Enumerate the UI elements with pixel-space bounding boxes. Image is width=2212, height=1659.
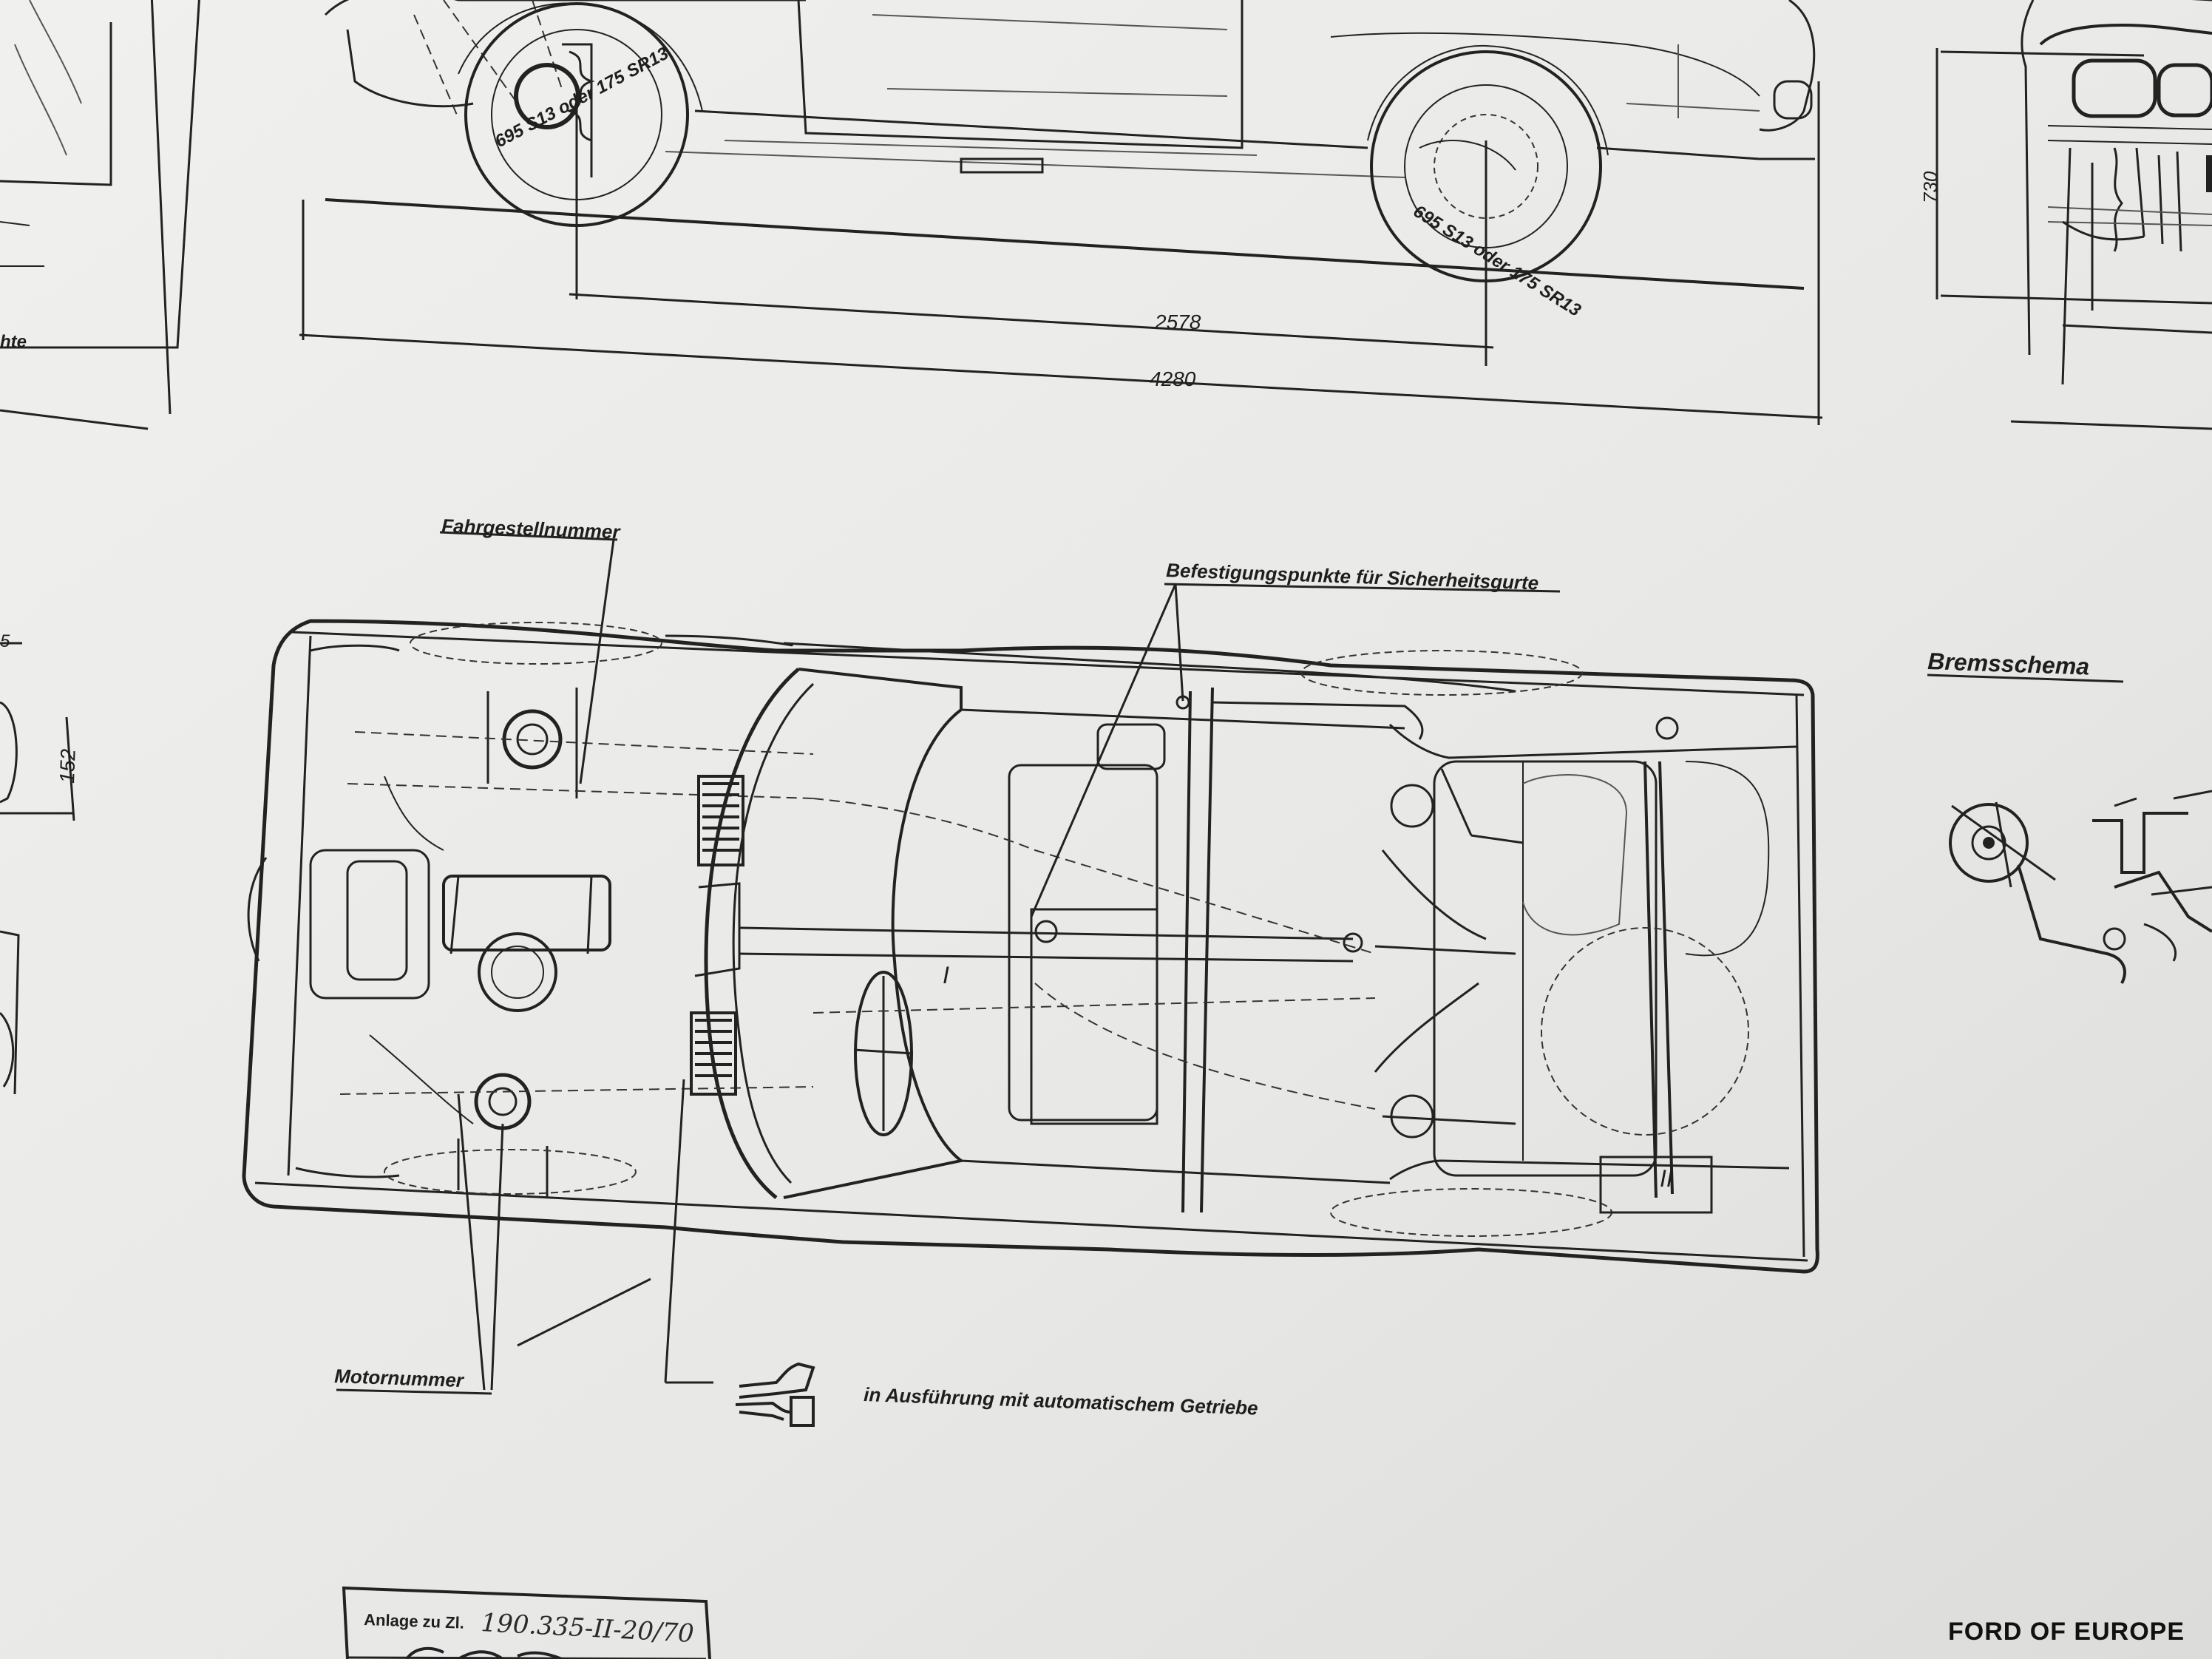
instrument-panel [690, 775, 744, 1096]
left-partial-dim: 5 [0, 631, 10, 651]
front-view-drawing: 730 [1919, 0, 2212, 430]
dim-height-label: 730 [1919, 171, 1941, 203]
left-partial-label: hte [0, 332, 27, 352]
marker-two: II [1660, 1165, 1673, 1192]
marker-one: I [943, 962, 949, 988]
label-engine-number: Motornummer [334, 1365, 466, 1391]
footer-company: FORD OF EUROPE [1948, 1618, 2185, 1646]
dim-length-label: 4280 [1150, 367, 1196, 390]
brake-schema-drawing: Bremsschema [1927, 648, 2212, 984]
left-detail-drawing: hte 5 152 [0, 0, 200, 1095]
left-dim-label: 152 [55, 748, 80, 784]
dim-wheelbase-label: 2578 [1154, 311, 1201, 333]
brake-schema-title: Bremsschema [1927, 648, 2090, 680]
stamp-prefix: Anlage zu Zl. [364, 1610, 464, 1632]
gear-selector-icon [735, 1362, 815, 1427]
